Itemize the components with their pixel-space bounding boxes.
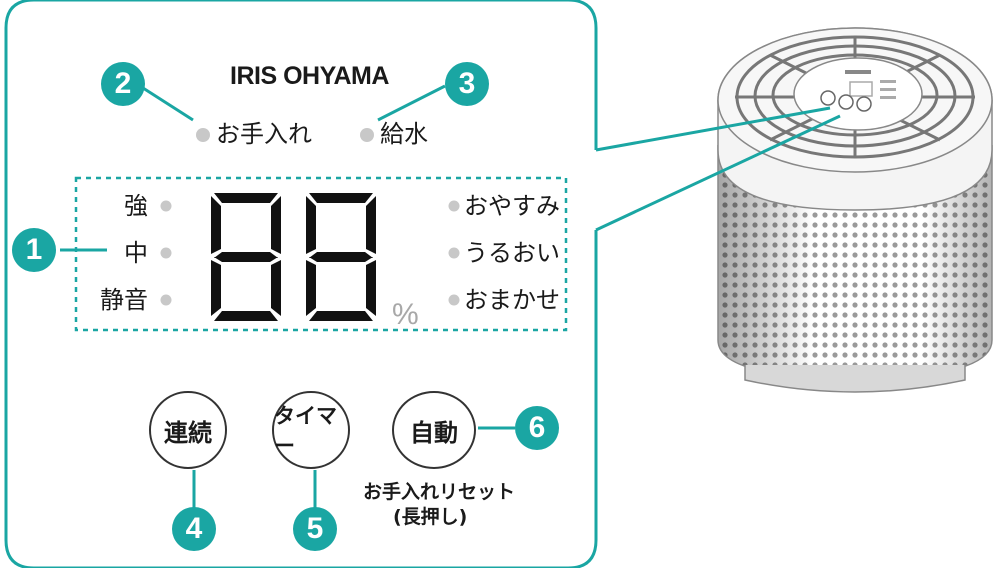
- display-area: [74, 176, 568, 332]
- panel-frame: [4, 0, 598, 568]
- continuous-button[interactable]: 連続: [149, 391, 227, 469]
- long-press-note: (長押し): [393, 506, 468, 528]
- maintenance-indicator-label: お手入れ: [216, 120, 312, 148]
- fan-level-strong: 強: [124, 192, 148, 220]
- timer-button[interactable]: タイマー: [272, 391, 350, 469]
- fan-level-quiet: 静音: [100, 286, 148, 314]
- mode-sleep: おやすみ: [464, 192, 560, 220]
- callout-badge-2: 2: [101, 62, 145, 106]
- seven-segment-display: [211, 193, 376, 321]
- mode-auto: おまかせ: [464, 286, 560, 314]
- percent-unit: %: [392, 298, 419, 331]
- brand-logo: IRIS OHYAMA: [230, 62, 389, 90]
- callout-badge-1: 1: [12, 228, 56, 272]
- callout-badge-6: 6: [515, 406, 559, 450]
- callout-badge-3: 3: [445, 62, 489, 106]
- mode-moisture: うるおい: [464, 239, 560, 267]
- auto-button[interactable]: 自動: [392, 391, 476, 469]
- humidifier-device: [717, 27, 993, 393]
- water-indicator-label: 給水: [380, 120, 428, 148]
- indicator-dots: [160, 128, 460, 306]
- fan-level-medium: 中: [124, 239, 148, 267]
- maintenance-reset-note: お手入れリセット: [363, 481, 516, 503]
- callout-badge-4: 4: [172, 507, 216, 551]
- callout-badge-5: 5: [293, 507, 337, 551]
